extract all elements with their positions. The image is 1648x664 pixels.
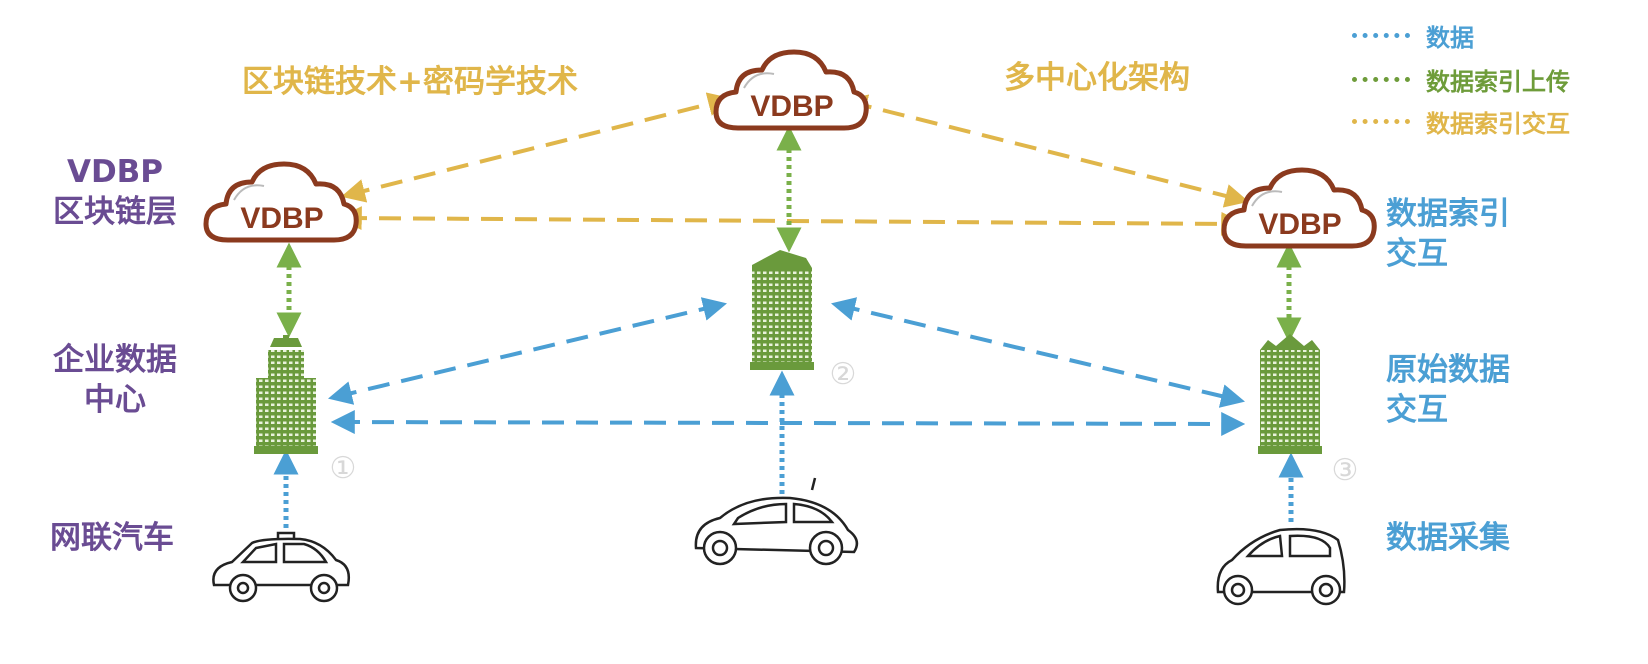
- car-icon-1: [212, 531, 350, 603]
- raw-interaction-line-2: 交互: [1386, 392, 1448, 429]
- cloud-label-1: VDBP: [240, 202, 323, 235]
- datacenter-building-1: [254, 335, 318, 454]
- index-link-1-2: [341, 92, 732, 203]
- node-number-3: ③: [1332, 453, 1359, 488]
- blockchain-layer-label: VDBP 区块链层: [40, 152, 190, 233]
- legend-label-index-upload: 数据索引上传: [1426, 67, 1570, 96]
- blockchain-layer-line-1: VDBP: [66, 154, 164, 190]
- data-link-1-3: [330, 410, 1246, 436]
- datacenter-layer-line-2: 中心: [84, 382, 146, 419]
- car-icon-2: [694, 477, 859, 566]
- vdbp-cloud-1: VDBP: [206, 164, 356, 240]
- raw-interaction-line-1: 原始数据: [1386, 352, 1510, 388]
- datacenter-layer-label: 企业数据 中心: [40, 340, 190, 421]
- arch-label: 多中心化架构: [1004, 60, 1190, 96]
- legend-swatch-index-interaction: [1352, 118, 1410, 124]
- legend-item-index-interaction: 数据索引交互: [1352, 104, 1570, 138]
- raw-interaction-label: 原始数据 交互: [1386, 350, 1510, 431]
- datacenter-building-3: [1258, 334, 1322, 454]
- index-interaction-label: 数据索引 交互: [1386, 194, 1510, 275]
- node-number-2: ②: [830, 357, 857, 392]
- cloud-label-2: VDBP: [750, 90, 833, 123]
- legend-label-data: 数据: [1426, 23, 1474, 52]
- data-link-2-3: [830, 297, 1246, 408]
- tech-label: 区块链技术+密码学技术: [242, 64, 578, 100]
- node-number-1: ①: [330, 451, 357, 486]
- index-interaction-line-2: 交互: [1386, 236, 1448, 273]
- legend-swatch-index-upload: [1352, 76, 1410, 82]
- data-link-1-2: [327, 297, 728, 405]
- cloud-label-3: VDBP: [1258, 208, 1341, 241]
- vehicle-layer-label: 网联汽车: [50, 520, 174, 556]
- legend-item-index-upload: 数据索引上传: [1352, 62, 1570, 96]
- vdbp-cloud-3: VDBP: [1224, 170, 1374, 246]
- legend-swatch-data: [1352, 32, 1410, 38]
- vdbp-cloud-2: VDBP: [716, 52, 866, 128]
- index-interaction-line-1: 数据索引: [1386, 196, 1510, 232]
- blockchain-layer-line-2: 区块链层: [53, 194, 177, 231]
- collection-label: 数据采集: [1386, 520, 1510, 556]
- legend-item-data: 数据: [1352, 18, 1474, 52]
- legend-label-index-interaction: 数据索引交互: [1426, 109, 1570, 138]
- datacenter-building-2: [750, 250, 814, 370]
- datacenter-layer-line-1: 企业数据: [53, 342, 177, 378]
- car-icon-3: [1216, 527, 1346, 606]
- index-link-2-3: [843, 94, 1249, 208]
